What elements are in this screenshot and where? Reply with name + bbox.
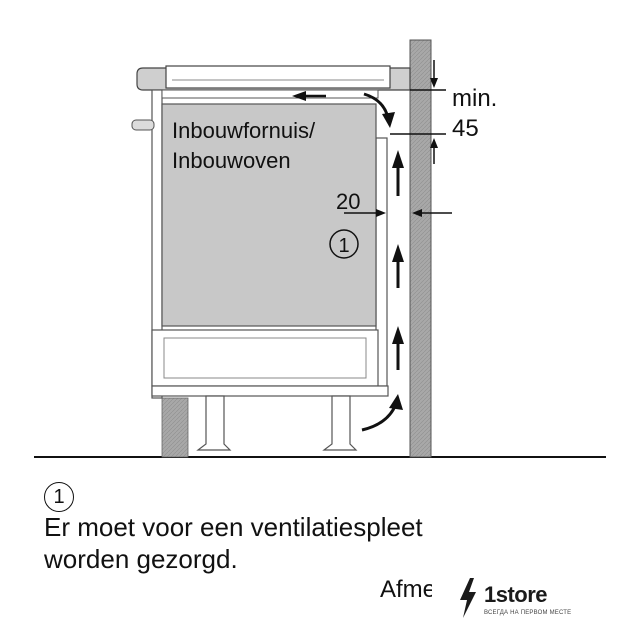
control-knob [131,119,155,131]
dimensions-label: Afme [380,576,437,603]
cooktop-glass [165,65,391,89]
wall [409,39,432,458]
plinth-post [161,397,189,458]
note-line2: worden gezorgd. [44,544,238,574]
appliance-label-line2: Inbouwoven [172,148,291,173]
front-leg [196,395,232,451]
dimension-gap-20 [344,209,452,217]
watermark-brand: 1store [484,582,548,607]
lightning-bolt-icon [460,578,476,618]
marker-circle [329,229,359,259]
appliance-label-line1: Inbouwfornuis/ [172,118,316,143]
min-value: 45 [452,115,479,142]
note-line1: Er moet voor een ventilatiespleet [44,512,423,542]
oven-body [161,103,377,327]
drawer-front [163,337,367,379]
dimension-min-45 [390,60,446,164]
store-watermark: 1store ВСЕГДА НА ПЕРВОМ МЕСТЕ [432,572,592,632]
gap-value: 20 [336,189,360,214]
cabinet-top-rail [161,89,379,99]
bottom-shelf [151,385,389,397]
min-label: min. [452,85,497,112]
airflow-arrows [292,91,404,432]
note-marker: 1 [44,482,74,512]
watermark-tagline: ВСЕГДА НА ПЕРВОМ МЕСТЕ [484,610,572,616]
rear-leg [322,395,358,451]
marker-number: 1 [338,235,349,257]
